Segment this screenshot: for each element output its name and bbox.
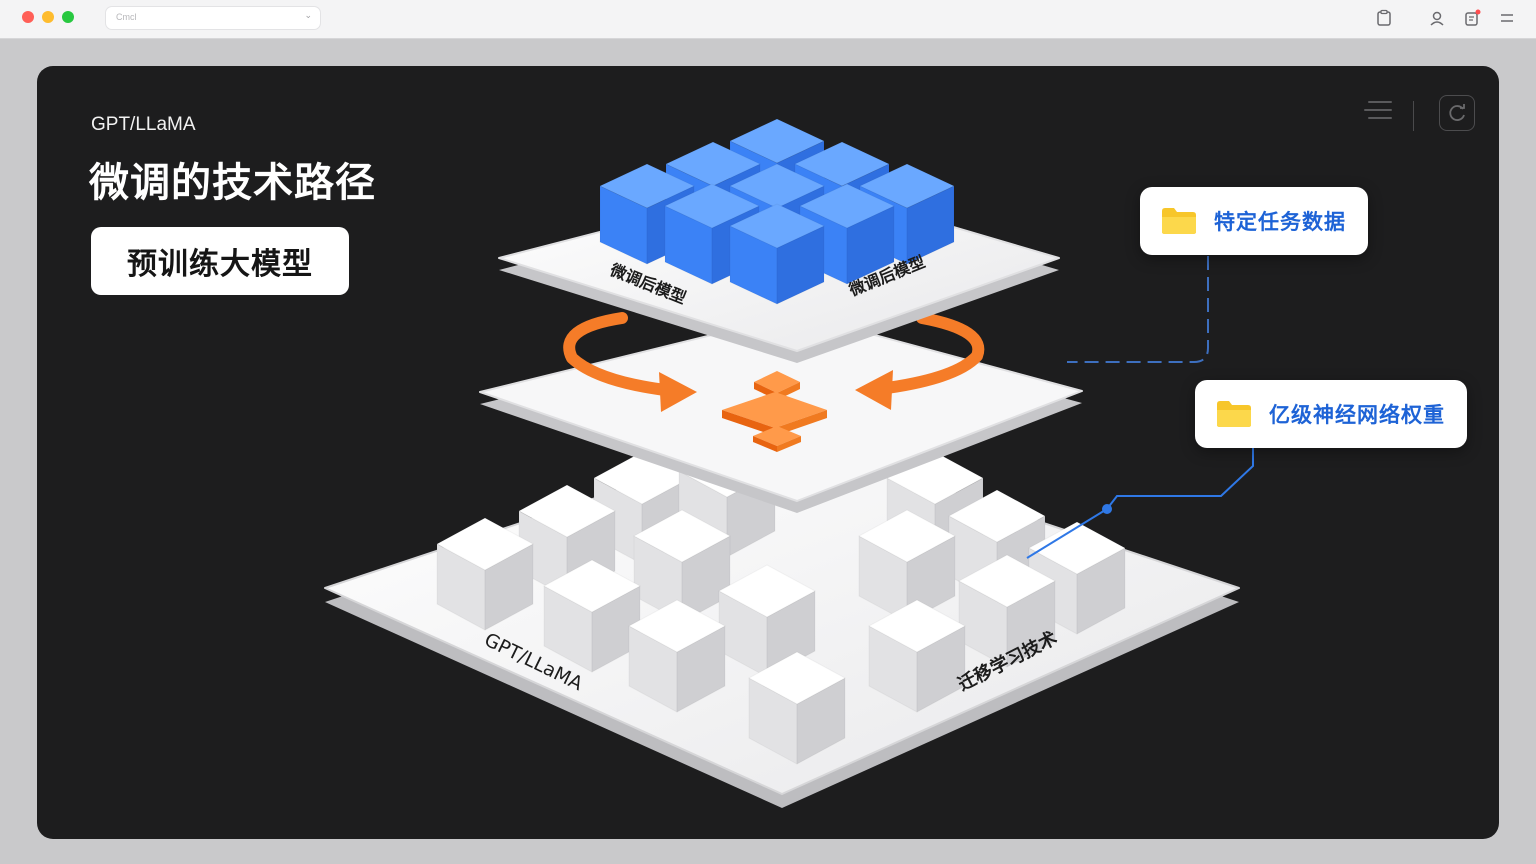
- menu-icon[interactable]: [1497, 8, 1517, 28]
- maximize-window-button[interactable]: [62, 11, 74, 23]
- browser-toolbar: Cmcl ⌄: [0, 0, 1536, 39]
- blue-cube: [730, 204, 824, 304]
- folder-icon: [1215, 399, 1253, 429]
- slide-panel: GPT/LLaMA 微调的技术路径 预训练大模型: [37, 66, 1499, 839]
- address-text: Cmcl: [116, 12, 137, 22]
- chevron-down-icon[interactable]: ⌄: [304, 11, 312, 21]
- clipboard-icon[interactable]: [1374, 8, 1394, 28]
- notification-icon[interactable]: [1462, 8, 1482, 28]
- callout-task-data-text: 特定任务数据: [1214, 206, 1346, 236]
- callout-task-data: 特定任务数据: [1140, 187, 1368, 255]
- callout-weights-text: 亿级神经网络权重: [1269, 399, 1445, 429]
- callout-weights: 亿级神经网络权重: [1195, 380, 1467, 448]
- minimize-window-button[interactable]: [42, 11, 54, 23]
- finetune-illustration: 微调后模型 微调后模型 GPT/LLaMA 迁移学习技术: [37, 66, 1499, 839]
- close-window-button[interactable]: [22, 11, 34, 23]
- account-icon[interactable]: [1427, 8, 1447, 28]
- folder-icon: [1160, 206, 1198, 236]
- address-bar[interactable]: Cmcl ⌄: [106, 7, 320, 29]
